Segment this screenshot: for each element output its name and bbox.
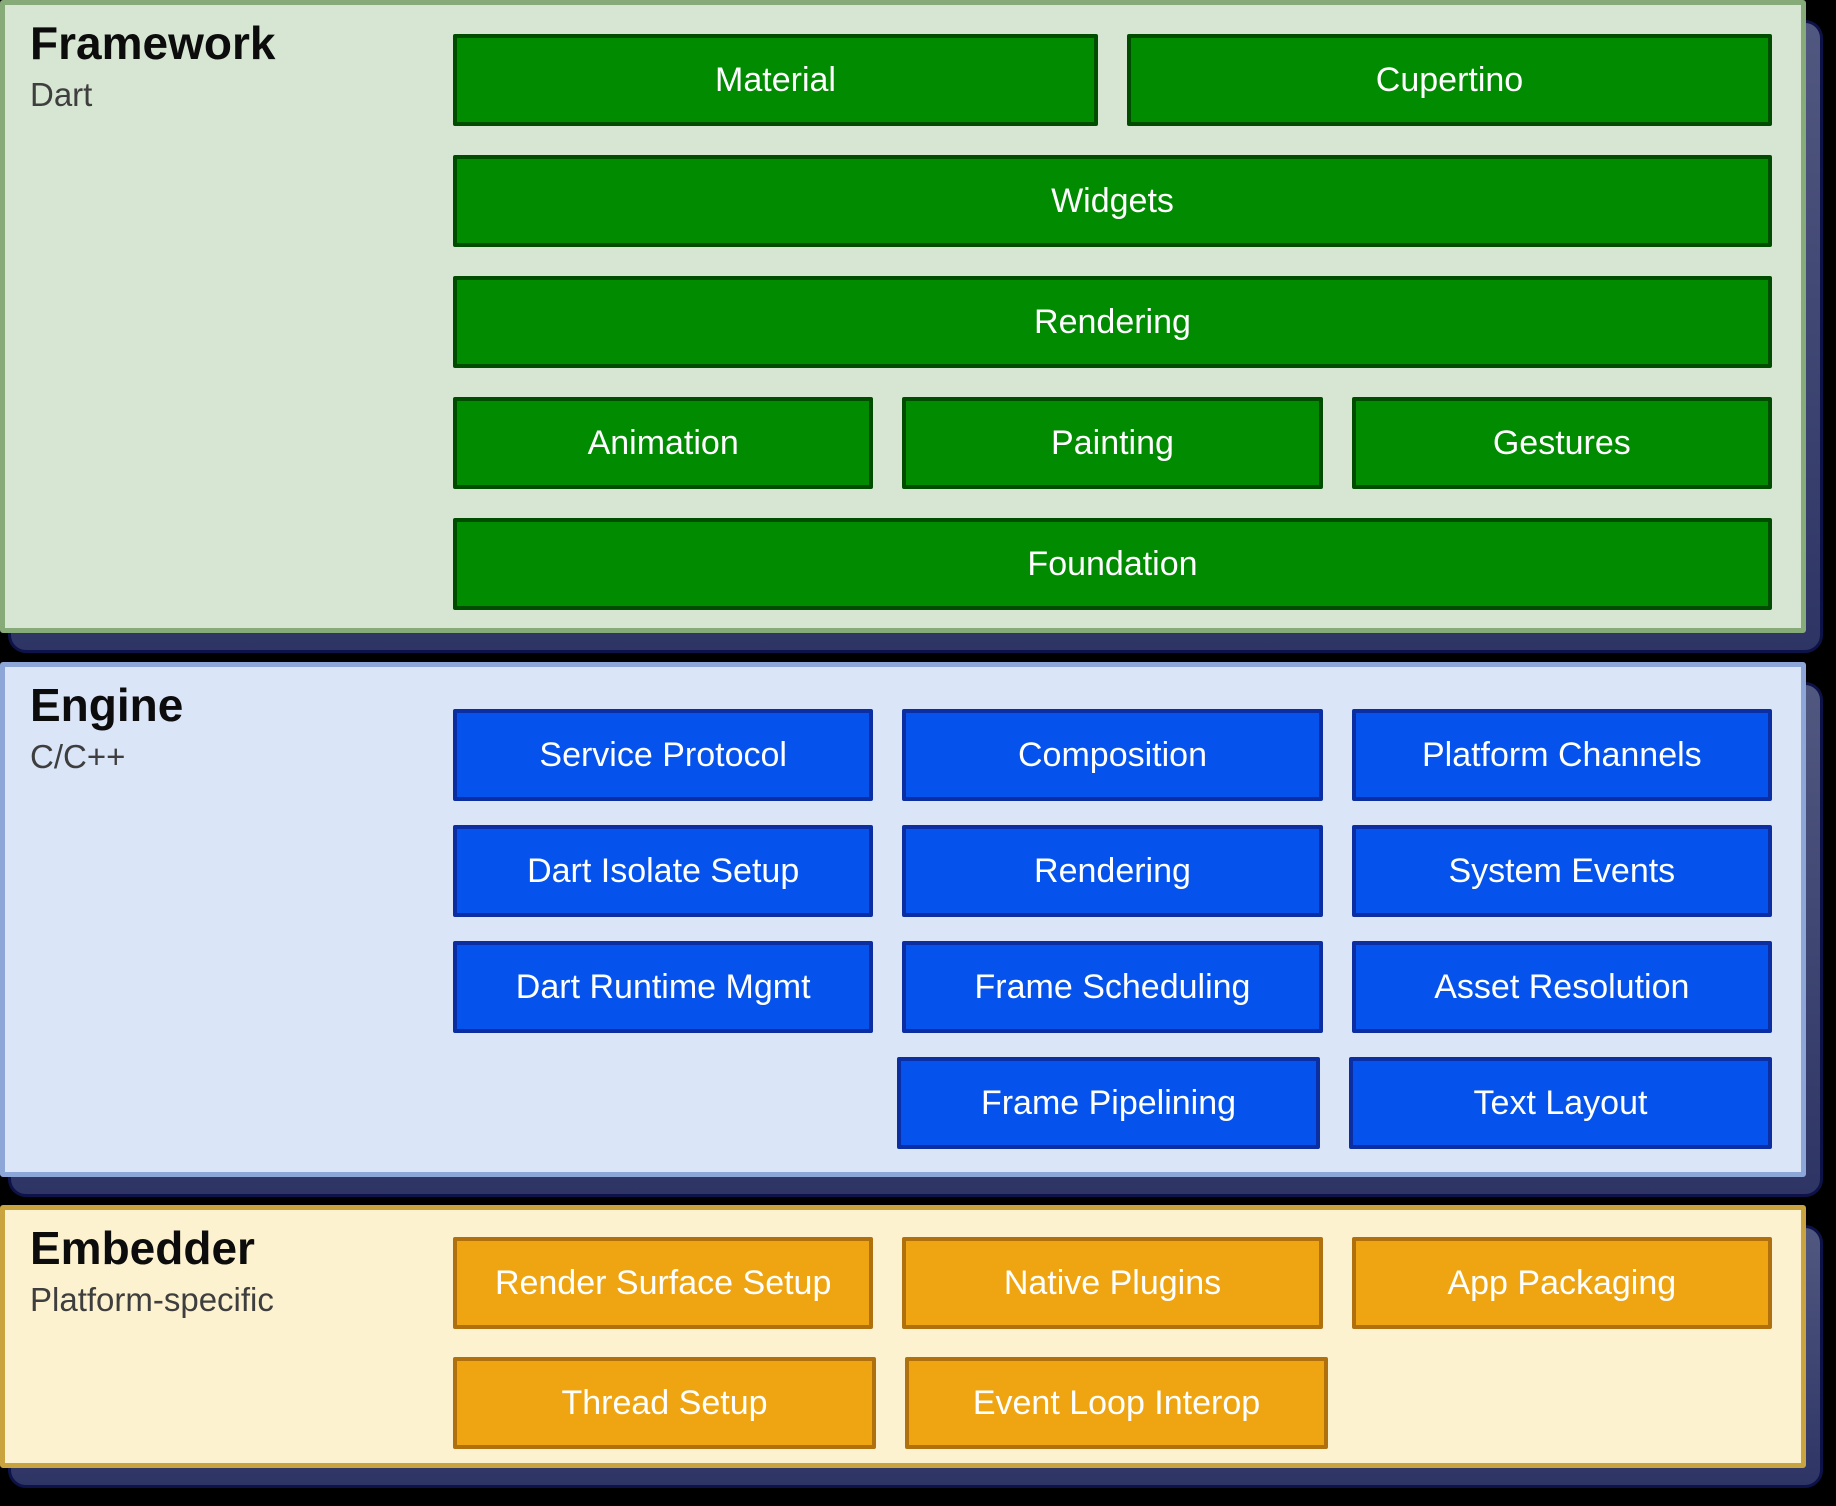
dart-runtime-mgmt-box: Dart Runtime Mgmt (453, 941, 874, 1033)
animation-box: Animation (453, 397, 874, 489)
engine-row-2: Dart Isolate Setup Rendering System Events (453, 825, 1772, 917)
asset-resolution-box: Asset Resolution (1351, 941, 1772, 1033)
gestures-box: Gestures (1351, 397, 1772, 489)
engine-rows: Service Protocol Composition Platform Chan… (453, 667, 1772, 1149)
engine-subtitle: C/C++ (30, 737, 126, 775)
app-packaging-box: App Packaging (1351, 1237, 1772, 1329)
painting-box: Painting (902, 397, 1323, 489)
engine-row-1: Service Protocol Composition Platform Chan… (453, 709, 1772, 801)
embedder-rows: Render Surface Setup Native Plugins App Pa… (453, 1210, 1772, 1449)
event-loop-interop-box: Event Loop Interop (905, 1357, 1328, 1449)
embedder-row-2: Thread Setup Event Loop Interop (453, 1357, 1772, 1449)
framework-row-5: Foundation (453, 518, 1772, 610)
framework-row-3: Rendering (453, 276, 1772, 368)
frame-pipelining-box: Frame Pipelining (897, 1057, 1320, 1149)
composition-box: Composition (902, 709, 1323, 801)
dart-isolate-setup-box: Dart Isolate Setup (453, 825, 874, 917)
thread-setup-box: Thread Setup (453, 1357, 876, 1449)
frame-scheduling-box: Frame Scheduling (902, 941, 1323, 1033)
service-protocol-box: Service Protocol (453, 709, 874, 801)
cupertino-box: Cupertino (1127, 34, 1772, 126)
engine-row-4: Frame Pipelining Text Layout (453, 1057, 1772, 1149)
platform-channels-box: Platform Channels (1351, 709, 1772, 801)
rendering-box: Rendering (453, 276, 1772, 368)
framework-row-1: Material Cupertino (453, 34, 1772, 126)
embedder-title: Embedder (30, 1222, 255, 1274)
native-plugins-box: Native Plugins (902, 1237, 1323, 1329)
empty-cell (1357, 1357, 1772, 1449)
rendering-box: Rendering (902, 825, 1323, 917)
system-events-box: System Events (1351, 825, 1772, 917)
embedder-subtitle: Platform-specific (30, 1280, 274, 1318)
framework-subtitle: Dart (30, 75, 93, 113)
text-layout-box: Text Layout (1349, 1057, 1772, 1149)
engine-title: Engine (30, 679, 184, 731)
render-surface-setup-box: Render Surface Setup (453, 1237, 874, 1329)
embedder-row-1: Render Surface Setup Native Plugins App Pa… (453, 1237, 1772, 1329)
widgets-box: Widgets (453, 155, 1772, 247)
material-box: Material (453, 34, 1098, 126)
framework-row-2: Widgets (453, 155, 1772, 247)
foundation-box: Foundation (453, 518, 1772, 610)
engine-row-3: Dart Runtime Mgmt Frame Scheduling Asset R… (453, 941, 1772, 1033)
framework-title: Framework (30, 17, 276, 69)
empty-cell (453, 1057, 868, 1149)
framework-row-4: Animation Painting Gestures (453, 397, 1772, 489)
